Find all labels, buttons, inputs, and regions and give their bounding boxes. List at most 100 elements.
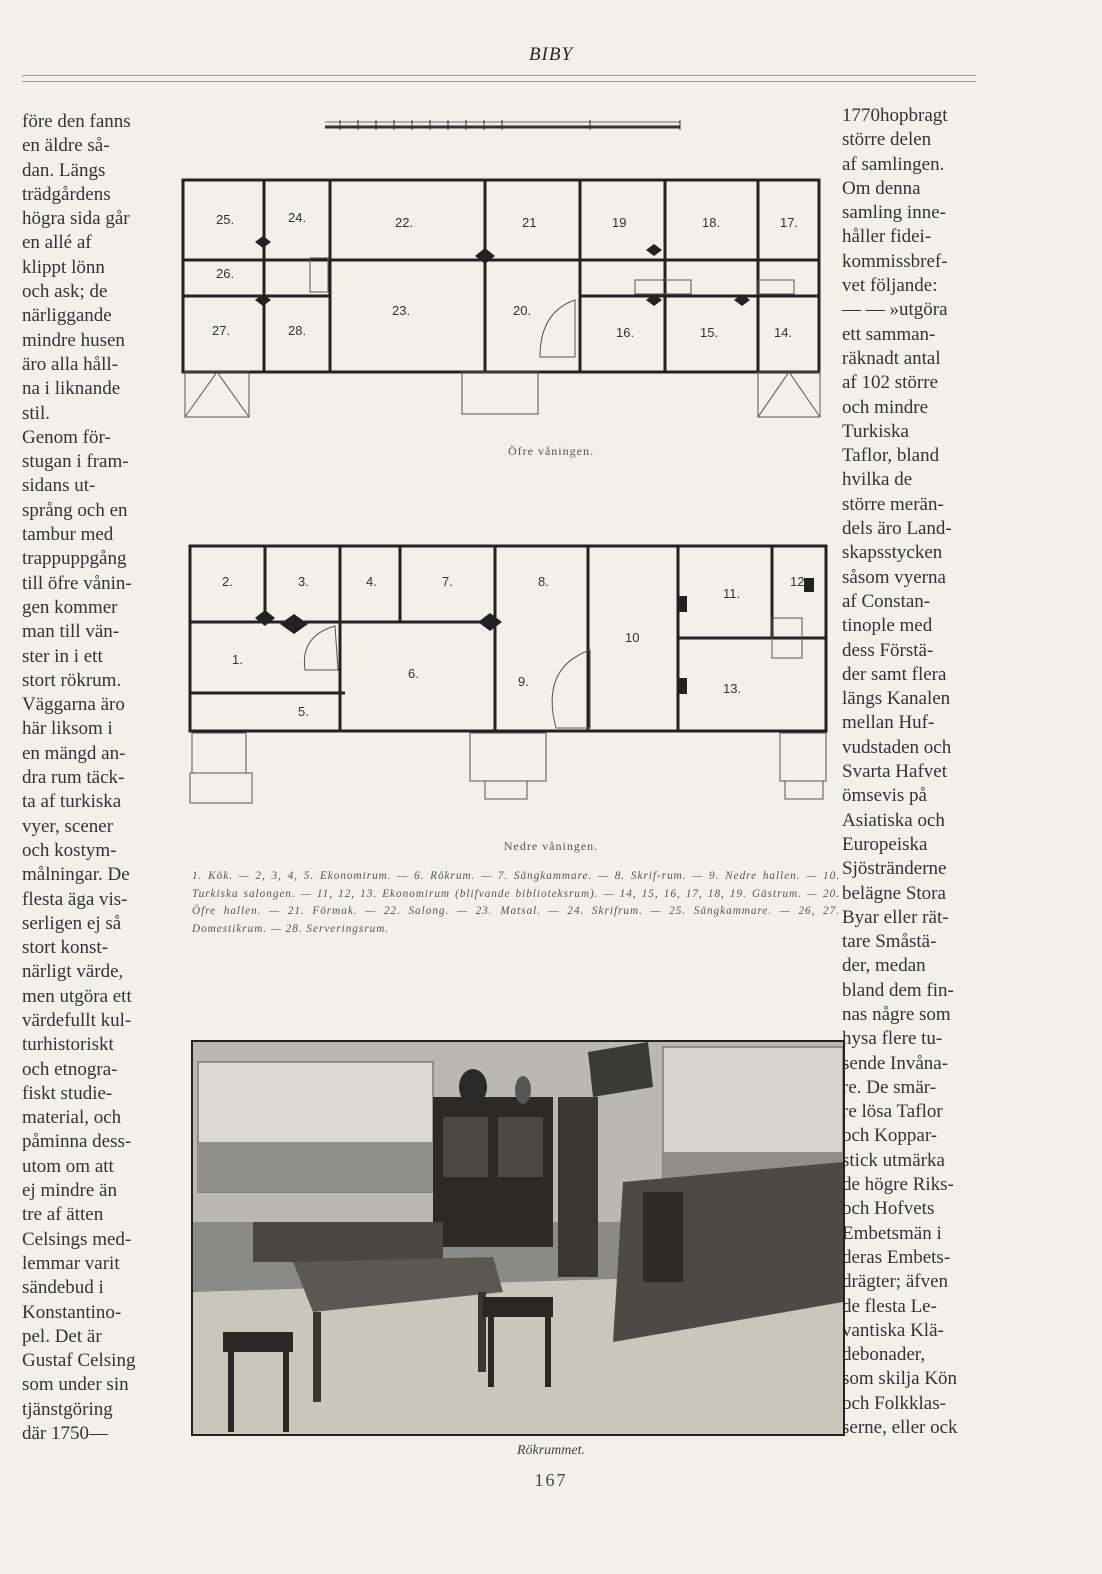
text-line: bland dem fin- — [842, 979, 954, 1001]
text-line: na i liknande — [22, 378, 121, 400]
text-line: som under sin — [22, 1374, 129, 1396]
text-line: närliggande — [22, 305, 112, 327]
room-number-label: 19 — [612, 215, 626, 230]
text-line: och kostym- — [22, 839, 117, 861]
page-number: 167 — [534, 1470, 568, 1490]
text-line: drägter; äfven — [842, 1271, 949, 1293]
text-line: dan. Längs — [22, 159, 106, 181]
text-line: hysa flere tu- — [842, 1028, 943, 1050]
text-line: ej mindre än — [22, 1180, 117, 1202]
text-line: skapsstycken — [842, 542, 943, 564]
text-line: af Constan- — [842, 590, 931, 612]
text-line: de flesta Le- — [842, 1295, 937, 1317]
text-line: Genom för- — [22, 426, 111, 448]
upper-plan-caption: Öfre våningen. — [508, 444, 594, 458]
text-line: turhistoriskt — [22, 1034, 114, 1056]
scale-bar — [180, 112, 840, 136]
text-line: och Folkklas- — [842, 1392, 946, 1414]
header-rule-top — [22, 75, 976, 76]
text-line: serligen ej så — [22, 912, 122, 934]
text-line: trappuppgång — [22, 548, 127, 570]
text-line: af 102 större — [842, 372, 939, 394]
text-line: ett samman- — [842, 323, 936, 345]
photo-caption: Rökrummet. — [516, 1443, 586, 1458]
text-line: högra sida går — [22, 208, 130, 230]
room-number-label: 3. — [298, 574, 309, 589]
room-number-label: 2. — [222, 574, 233, 589]
text-line: der samt flera — [842, 663, 947, 685]
text-line: tinople med — [842, 615, 933, 637]
text-line: dels äro Land- — [842, 518, 952, 540]
text-line: och Hofvets — [842, 1198, 935, 1220]
text-line: belägne Stora — [842, 882, 946, 904]
room-number-label: 9. — [518, 674, 529, 689]
room-number-label: 1. — [232, 652, 243, 667]
text-line: af samlingen. — [842, 153, 945, 175]
text-line: mellan Huf- — [842, 712, 935, 734]
room-number-label: 26. — [216, 266, 234, 281]
text-line: kommissbref- — [842, 250, 948, 272]
text-line: fiskt studie- — [22, 1082, 113, 1104]
text-line: där 1750— — [22, 1423, 109, 1445]
text-line: värdefullt kul- — [22, 1009, 132, 1031]
running-header: BIBY — [528, 44, 574, 65]
text-line: och etnogra- — [22, 1058, 118, 1080]
text-line: en äldre så- — [22, 135, 110, 157]
room-number-label: 14. — [774, 325, 792, 340]
text-line: Embetsmän i — [842, 1222, 942, 1244]
text-line: Sjöstränderne — [842, 858, 947, 880]
text-line: ster in i ett — [22, 645, 103, 667]
text-line: stort konst- — [22, 937, 109, 959]
text-line: tre af ätten — [22, 1204, 104, 1226]
plan-legend: 1. Kök. — 2, 3, 4, 5. Ekonomirum. — 6. R… — [192, 870, 840, 935]
text-line: Asiatiska och — [842, 809, 945, 831]
text-line: flesta äga vis- — [22, 888, 128, 910]
room-photograph — [191, 1040, 845, 1436]
text-line: vantiska Klä- — [842, 1319, 944, 1341]
text-line: målningar. De — [22, 864, 130, 886]
text-line: som skilja Kön — [842, 1368, 958, 1390]
text-line: gen kommer — [22, 596, 118, 618]
text-line: före den fanns — [22, 111, 131, 132]
text-line: här liksom i — [22, 718, 113, 740]
text-line: Konstantino- — [22, 1301, 122, 1323]
text-line: Gustaf Celsing — [22, 1350, 136, 1372]
header-rule-bottom — [22, 81, 976, 82]
room-number-label: 28. — [288, 323, 306, 338]
text-line: längs Kanalen — [842, 688, 951, 710]
text-line: sende Invåna- — [842, 1052, 949, 1074]
text-line: dra rum täck- — [22, 767, 125, 789]
text-line: tjänstgöring — [22, 1398, 113, 1420]
text-line: vudstaden och — [842, 736, 952, 758]
room-number-label: 16. — [616, 325, 634, 340]
text-line: stil. — [22, 402, 50, 424]
text-line: pel. Det är — [22, 1325, 102, 1347]
text-line: — — »utgöra — [842, 299, 948, 321]
room-number-label: 24. — [288, 210, 306, 225]
text-line: och Koppar- — [842, 1125, 938, 1147]
text-line: större merän- — [842, 493, 944, 515]
text-line: sidans ut- — [22, 475, 96, 497]
text-line: Europeiska — [842, 833, 928, 855]
room-number-label: 8. — [538, 574, 549, 589]
room-number-label: 6. — [408, 666, 419, 681]
text-line: de högre Riks- — [842, 1174, 954, 1196]
text-line: stick utmärka — [842, 1149, 945, 1171]
text-line: en mängd an- — [22, 742, 126, 764]
text-line: material, och — [22, 1107, 122, 1129]
text-line: Turkiska — [842, 420, 909, 442]
room-number-label: 12 — [790, 574, 804, 589]
text-line: deras Embets- — [842, 1246, 951, 1268]
room-number-label: 17. — [780, 215, 798, 230]
text-line: utom om att — [22, 1155, 114, 1177]
text-line: ömsevis på — [842, 785, 927, 807]
room-number-label: 13. — [723, 681, 741, 696]
text-line: der, medan — [842, 955, 926, 977]
text-line: Celsings med- — [22, 1228, 132, 1250]
text-line: re. De smär- — [842, 1076, 937, 1098]
text-line: närligt värde, — [22, 961, 124, 983]
text-line: Svarta Hafvet — [842, 761, 947, 783]
